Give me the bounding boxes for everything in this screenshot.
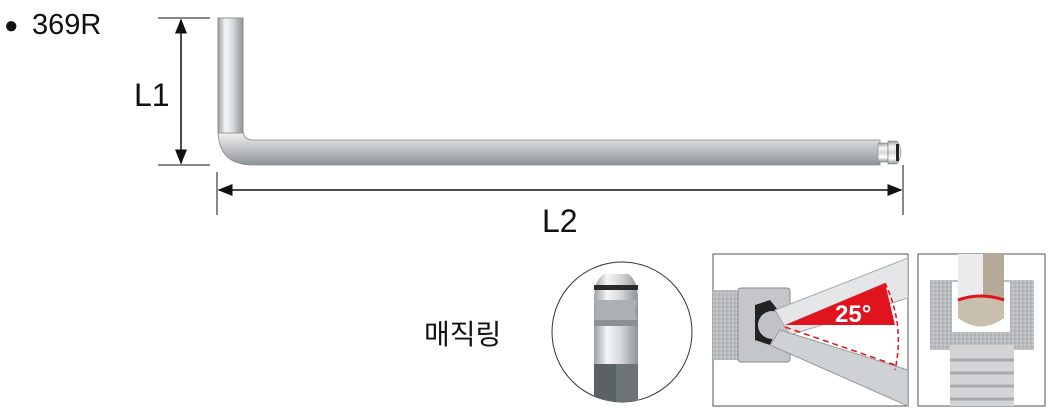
angle-closeup: 25° xyxy=(712,253,909,407)
l2-dimension xyxy=(216,165,904,215)
l1-label: L1 xyxy=(134,77,170,113)
l2-label: L2 xyxy=(542,203,578,239)
angle-label: 25° xyxy=(835,301,871,328)
l1-dimension xyxy=(158,17,210,166)
socket-holding-closeup xyxy=(917,253,1046,407)
bullet-icon: ● xyxy=(4,12,19,39)
magic-ring-label: 매직링 xyxy=(424,318,501,351)
ball-end-closeup xyxy=(551,261,693,403)
model-name: 369R xyxy=(32,9,101,41)
hex-key-wrench xyxy=(217,17,902,166)
